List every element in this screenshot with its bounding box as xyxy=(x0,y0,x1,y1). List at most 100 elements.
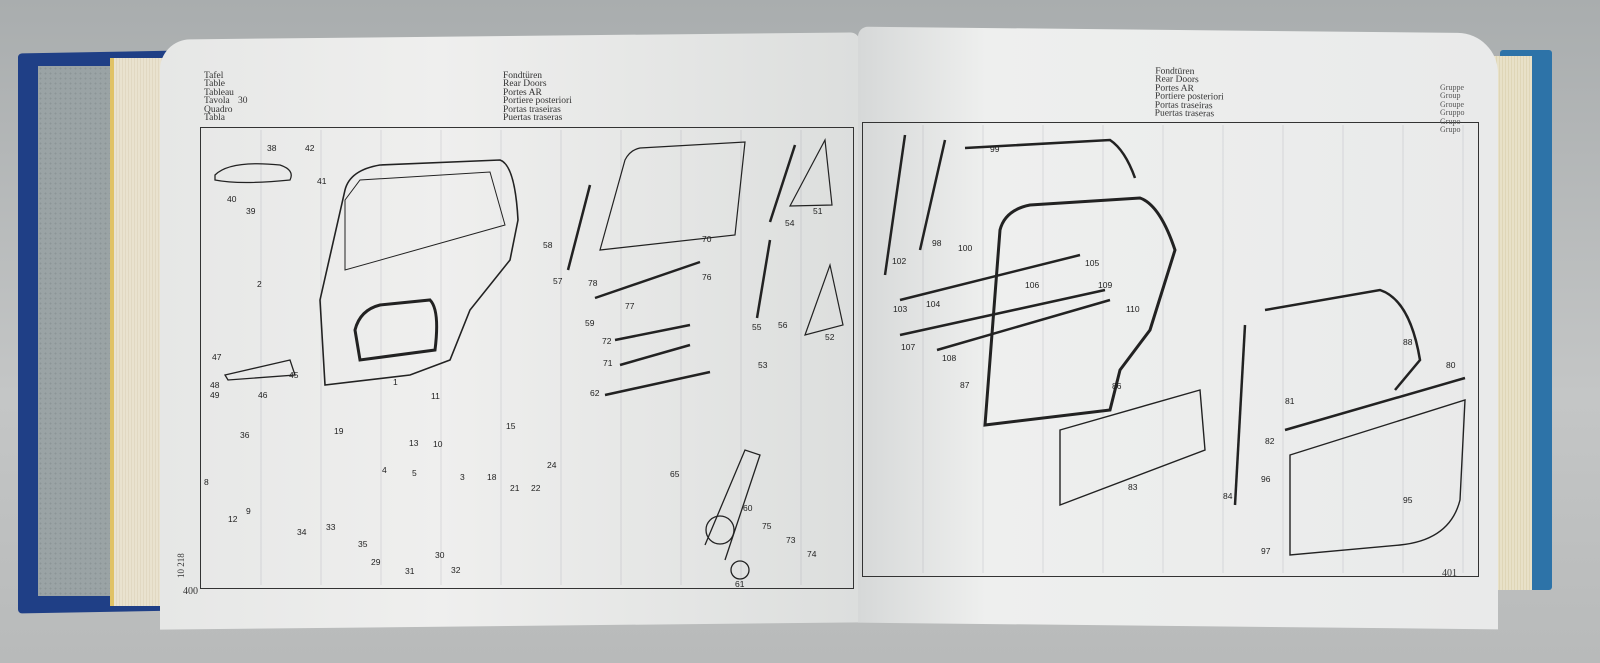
part-callout: 33 xyxy=(326,522,336,532)
table-label-block: Tafel Table Tableau Tavola Quadro Tabla xyxy=(204,71,234,123)
part-callout: 83 xyxy=(1128,482,1138,492)
part-callout: 1 xyxy=(393,377,398,387)
part-callout: 80 xyxy=(1446,360,1456,370)
group-label: Groupe xyxy=(1440,99,1464,109)
part-callout: 19 xyxy=(334,426,344,436)
part-callout: 71 xyxy=(603,358,613,368)
endpaper xyxy=(38,66,118,596)
part-callout: 11 xyxy=(431,391,440,401)
header-label: Tavola xyxy=(204,96,230,107)
part-callout: 38 xyxy=(267,143,277,153)
diagram-frame-right xyxy=(862,122,1479,577)
part-callout: 84 xyxy=(1223,491,1233,501)
part-callout: 56 xyxy=(778,320,788,330)
part-callout: 29 xyxy=(371,557,381,567)
part-callout: 5 xyxy=(412,468,417,478)
part-callout: 30 xyxy=(435,550,445,560)
part-callout: 76 xyxy=(702,272,712,282)
part-callout: 59 xyxy=(585,318,595,328)
window-regulator xyxy=(214,163,761,580)
part-callout: 36 xyxy=(240,430,250,440)
door-panel xyxy=(1059,389,1466,556)
part-callout: 95 xyxy=(1403,495,1413,505)
part-callout: 24 xyxy=(547,460,557,470)
part-callout: 40 xyxy=(227,194,237,204)
header-label: Quadro xyxy=(204,104,233,115)
part-callout: 65 xyxy=(670,469,680,479)
part-callout: 51 xyxy=(813,206,823,216)
part-callout: 22 xyxy=(531,483,541,493)
page-number-left: 400 xyxy=(183,586,198,597)
title-line: Puertas traseras xyxy=(503,113,563,124)
part-callout: 88 xyxy=(1403,337,1413,347)
part-callout: 58 xyxy=(543,240,553,250)
part-callout: 100 xyxy=(958,243,973,253)
part-callout: 9 xyxy=(246,506,251,516)
part-callout: 21 xyxy=(510,483,520,493)
part-callout: 3 xyxy=(460,472,465,482)
title-block-left: Fondtüren Rear Doors Portes AR Portiere … xyxy=(503,71,572,124)
part-callout: 10 xyxy=(433,439,443,449)
part-callout: 61 xyxy=(735,579,745,589)
window-glass xyxy=(599,137,844,336)
part-callout: 53 xyxy=(758,360,768,370)
part-callout: 47 xyxy=(212,352,222,362)
part-callout: 96 xyxy=(1261,474,1271,484)
part-callout: 86 xyxy=(1112,381,1122,391)
part-callout: 34 xyxy=(297,527,307,537)
header-label: Table xyxy=(204,79,225,90)
part-callout: 46 xyxy=(258,390,268,400)
part-callout: 82 xyxy=(1265,436,1275,446)
part-callout: 107 xyxy=(901,342,916,352)
part-callout: 62 xyxy=(590,388,600,398)
part-callout: 75 xyxy=(762,521,772,531)
part-callout: 42 xyxy=(305,143,315,153)
ruled-lines-right xyxy=(864,125,1475,573)
group-label-block: Gruppe Group Groupe Gruppo Grupo Grupo xyxy=(1440,83,1465,135)
part-callout: 106 xyxy=(1025,280,1040,290)
part-callout: 103 xyxy=(893,304,908,314)
part-callout: 35 xyxy=(358,539,368,549)
part-callout: 13 xyxy=(409,438,419,448)
part-callout: 12 xyxy=(228,514,238,524)
part-callout: 104 xyxy=(926,299,941,309)
part-callout: 74 xyxy=(807,549,817,559)
group-label: Grupo xyxy=(1440,125,1461,135)
part-callout: 60 xyxy=(743,503,753,513)
part-callout: 81 xyxy=(1285,396,1295,406)
title-line: Fondtüren xyxy=(503,71,543,81)
part-callout: 15 xyxy=(506,421,516,431)
part-callout: 87 xyxy=(960,380,970,390)
group-label: Gruppo xyxy=(1440,108,1465,118)
part-callout: 108 xyxy=(942,353,957,363)
part-callout: 77 xyxy=(625,301,635,311)
part-callout: 45 xyxy=(289,370,299,380)
part-callout: 99 xyxy=(990,144,1000,154)
part-callout: 109 xyxy=(1098,280,1113,290)
part-callout: 55 xyxy=(752,322,762,332)
title-line: Portas traseiras xyxy=(503,104,561,115)
part-callout: 39 xyxy=(246,206,256,216)
part-callout: 48 xyxy=(210,380,220,390)
part-callout: 102 xyxy=(892,256,907,266)
diagram-frame-left xyxy=(200,127,854,589)
part-callout: 31 xyxy=(405,566,415,576)
part-callout: 18 xyxy=(487,472,497,482)
plate-number: 30 xyxy=(238,96,248,106)
part-callout: 49 xyxy=(210,390,220,400)
header-label: Tableau xyxy=(204,87,234,98)
part-callout: 98 xyxy=(932,238,942,248)
title-line: Portiere posteriori xyxy=(503,96,572,107)
part-callout: 72 xyxy=(602,336,612,346)
trim-strips xyxy=(566,134,1466,506)
group-label: Gruppe xyxy=(1440,83,1464,92)
part-callout: 70 xyxy=(702,234,712,244)
part-callout: 8 xyxy=(204,477,209,487)
part-callout: 57 xyxy=(553,276,563,286)
part-callout: 78 xyxy=(588,278,598,288)
page-number-right: 401 xyxy=(1442,568,1457,579)
part-callout: 32 xyxy=(451,565,461,575)
part-callout: 2 xyxy=(257,279,262,289)
part-callout: 41 xyxy=(317,176,327,186)
